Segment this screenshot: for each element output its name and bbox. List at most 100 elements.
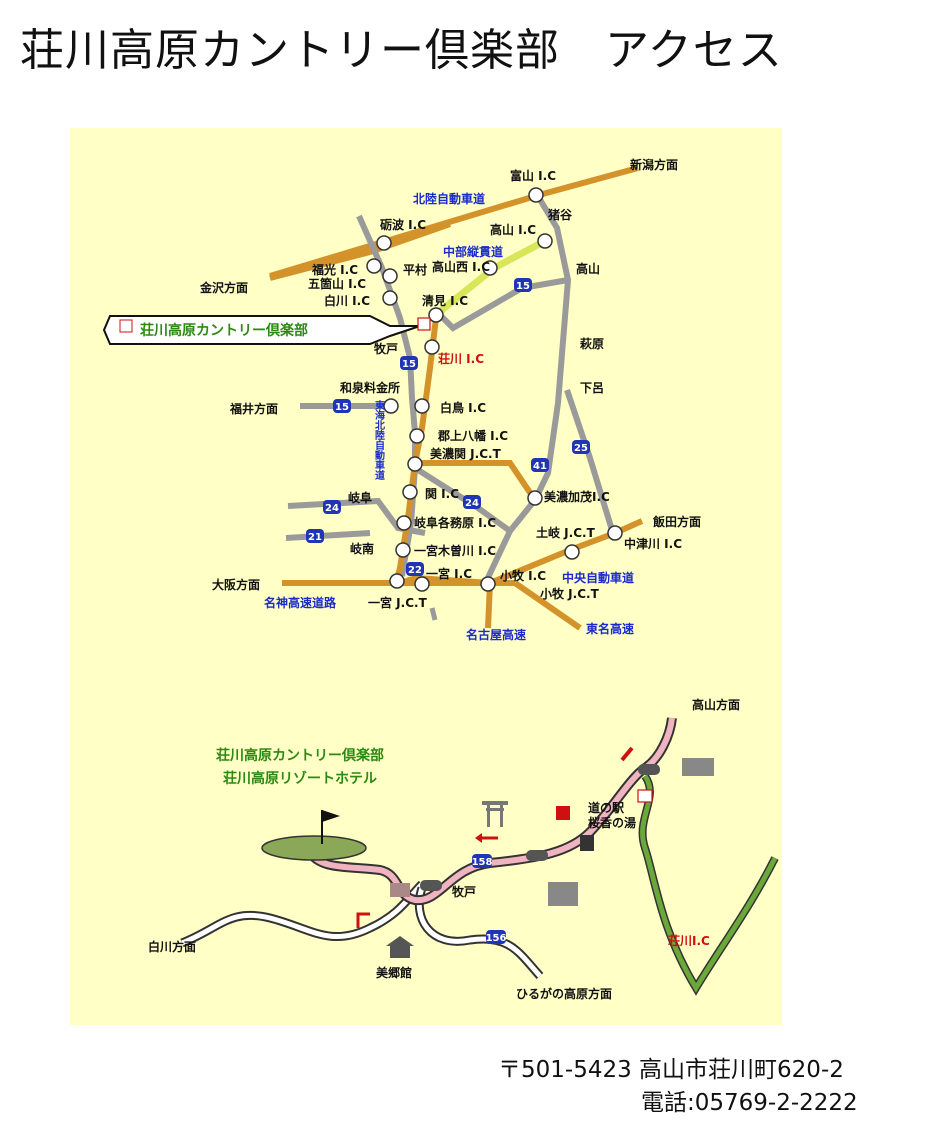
direction-label: 飯田方面 xyxy=(652,514,701,529)
golf-flag-icon xyxy=(322,810,340,822)
station-icon xyxy=(580,835,594,851)
interchange-markers xyxy=(366,187,623,592)
onsen-icon xyxy=(637,789,653,803)
direction-label: 大阪方面 xyxy=(212,577,260,592)
route-number: 25 xyxy=(574,443,588,454)
road-label: 中部縦貫道 xyxy=(443,244,503,259)
green-road xyxy=(638,773,779,996)
flag-icon xyxy=(119,319,133,333)
route-number: 15 xyxy=(516,281,530,292)
place-label: 岐阜 xyxy=(348,490,372,505)
white-road xyxy=(181,882,424,946)
white-road xyxy=(180,880,426,948)
place-label: 五箇山 I.C xyxy=(308,276,366,291)
place-label: 関 I.C xyxy=(425,487,459,501)
access-map: 15 15 15 41 25 24 24 21 22 荘川高原カントリー倶楽部 … xyxy=(102,157,779,1001)
route-badges: 15 15 15 41 25 24 24 21 22 xyxy=(306,278,590,576)
building-icon xyxy=(548,882,578,906)
road-gifu-2 xyxy=(285,530,371,541)
building-icon xyxy=(390,883,410,897)
green-road xyxy=(640,774,778,993)
direction-label: 新潟方面 xyxy=(630,157,678,172)
route-number: 24 xyxy=(465,498,479,509)
arrow-head-icon xyxy=(475,833,482,843)
route-badge xyxy=(486,930,506,944)
turn-arrow-icon xyxy=(356,912,370,928)
place-label: 清見 I.C xyxy=(422,293,468,308)
place-label: 岐阜各務原 I.C xyxy=(414,515,496,530)
mino-kanmo-road xyxy=(412,460,538,502)
postal-address: 〒501-5423 高山市荘川町620-2 xyxy=(498,1057,844,1083)
route-number: 156 xyxy=(486,933,507,944)
shrine-icon xyxy=(390,946,410,958)
place-label: 福光 I.C xyxy=(311,262,358,277)
hokuriku-west xyxy=(269,249,371,281)
road-nagoya xyxy=(429,607,438,621)
place-label: 郡上八幡 I.C xyxy=(437,428,508,443)
place-label: 高山西 I.C xyxy=(432,259,490,274)
local-label: 美郷館 xyxy=(376,965,412,980)
traffic-light-icon xyxy=(420,880,442,891)
route-badge xyxy=(572,440,590,454)
place-label: 萩原 xyxy=(579,336,604,351)
course-callout-label: 荘川高原カントリー倶楽部 xyxy=(140,322,308,339)
place-label: 砺波 I.C xyxy=(380,217,426,232)
place-label: 美濃加茂I.C xyxy=(544,489,610,504)
local-map-title: 荘川高原カントリー倶楽部 xyxy=(216,747,384,764)
place-label: 平村 xyxy=(403,262,427,277)
direction-label: 金沢方面 xyxy=(199,280,248,295)
place-label: 牧戸 xyxy=(374,341,398,356)
road-label: 名神高速道路 xyxy=(264,595,337,610)
local-map-subtitle: 荘川高原リゾートホテル xyxy=(223,770,377,787)
place-label: 富山 I.C xyxy=(510,168,556,183)
place-label: 一宮木曽川 I.C xyxy=(414,543,496,558)
route-badge xyxy=(472,854,492,868)
place-label: 美濃関 J.C.T xyxy=(430,446,502,461)
route-number: 24 xyxy=(325,503,339,514)
place-label: 和泉料金所 xyxy=(339,380,400,395)
local-label: 高山方面 xyxy=(692,697,740,712)
road-label: 名古屋高速 xyxy=(466,627,526,642)
golf-green-icon xyxy=(261,835,367,861)
place-label: 中津川 I.C xyxy=(624,536,682,551)
route-number: 158 xyxy=(472,857,493,868)
route-badge xyxy=(333,399,351,413)
route-badge xyxy=(400,356,418,370)
road-route-41 xyxy=(482,191,572,586)
shrine-icon xyxy=(386,936,414,946)
place-label: 下呂 xyxy=(580,381,604,395)
route-number: 15 xyxy=(335,402,349,413)
place-label: 荘川 I.C xyxy=(438,351,484,366)
signpost-icon xyxy=(556,806,570,820)
road-label: 東名高速 xyxy=(586,621,634,636)
course-callout xyxy=(102,315,421,345)
map-panel: 15 15 15 41 25 24 24 21 22 荘川高原カントリー倶楽部 … xyxy=(70,128,782,1025)
route-number: 21 xyxy=(308,532,322,543)
traffic-light-icon xyxy=(526,850,548,861)
road-label: 北陸自動車道 xyxy=(413,191,485,206)
place-labels: 富山 I.C 猪谷 砺波 I.C 高山 I.C 高山 福光 I.C 平村 高山西… xyxy=(308,168,682,610)
route-badge xyxy=(531,458,549,472)
tomei-expressway xyxy=(513,580,582,631)
road-label: 中央自動車道 xyxy=(562,570,634,585)
turn-arrow-icon xyxy=(620,746,634,762)
local-label: 荘川I.C xyxy=(668,933,710,948)
route-number: 15 xyxy=(402,359,416,370)
phone-number: 電話:05769-2-2222 xyxy=(641,1090,858,1116)
road-route-25 xyxy=(564,389,618,541)
place-label: 白鳥 I.C xyxy=(440,400,486,415)
traffic-light-icon xyxy=(638,764,660,775)
place-label: 土岐 J.C.T xyxy=(536,525,596,540)
highway-map: 15 15 15 41 25 24 24 21 22 荘川高原カントリー倶楽部 … xyxy=(102,157,701,642)
route-badge xyxy=(406,562,424,576)
local-label: 白川方面 xyxy=(148,939,196,954)
place-label: 一宮 I.C xyxy=(426,566,472,581)
white-road xyxy=(414,886,544,980)
torii-icon xyxy=(482,801,508,827)
route-number: 22 xyxy=(408,565,422,576)
local-label: 牧戸 xyxy=(452,884,476,899)
local-label: 桜香の湯 xyxy=(588,815,636,830)
route-badge xyxy=(306,529,324,543)
local-label: 道の駅 xyxy=(588,800,625,815)
route-number: 41 xyxy=(533,461,547,472)
